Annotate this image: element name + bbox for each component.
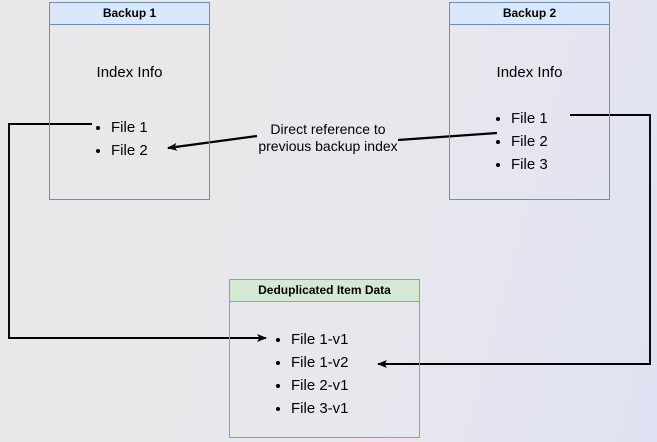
list-item: File 1 — [94, 116, 148, 139]
list-item: File 1 — [494, 107, 548, 130]
node-backup-1-caption: Index Info — [96, 64, 163, 81]
list-item: File 1-v2 — [274, 351, 349, 374]
list-item: File 3 — [494, 153, 548, 176]
node-deduplicated-item-data-file-list: File 1-v1 File 1-v2 File 2-v1 File 3-v1 — [274, 328, 349, 420]
node-backup-1-body: Index Info File 1 File 2 — [50, 25, 209, 199]
list-item: File 1-v1 — [274, 328, 349, 351]
list-item: File 2-v1 — [274, 374, 349, 397]
node-backup-2-caption: Index Info — [496, 64, 563, 81]
edge-label-line-1: Direct reference to — [270, 121, 386, 137]
node-deduplicated-item-data[interactable]: Deduplicated Item Data File 1-v1 File 1-… — [229, 279, 420, 438]
node-backup-1-file-list: File 1 File 2 — [94, 116, 148, 162]
node-backup-2-header: Backup 2 — [450, 3, 609, 25]
list-item: File 3-v1 — [274, 397, 349, 420]
node-backup-2-file-list: File 1 File 2 File 3 — [494, 107, 548, 176]
node-backup-1[interactable]: Backup 1 Index Info File 1 File 2 — [49, 2, 210, 200]
edge-label-line-2: previous backup index — [258, 138, 398, 154]
edge-label-direct-reference: Direct reference to previous backup inde… — [248, 121, 408, 155]
node-deduplicated-item-data-body: File 1-v1 File 1-v2 File 2-v1 File 3-v1 — [230, 302, 419, 437]
node-backup-2[interactable]: Backup 2 Index Info File 1 File 2 File 3 — [449, 2, 610, 200]
node-backup-2-body: Index Info File 1 File 2 File 3 — [450, 25, 609, 199]
node-deduplicated-item-data-header: Deduplicated Item Data — [230, 280, 419, 302]
list-item: File 2 — [494, 130, 548, 153]
node-backup-1-header: Backup 1 — [50, 3, 209, 25]
list-item: File 2 — [94, 139, 148, 162]
